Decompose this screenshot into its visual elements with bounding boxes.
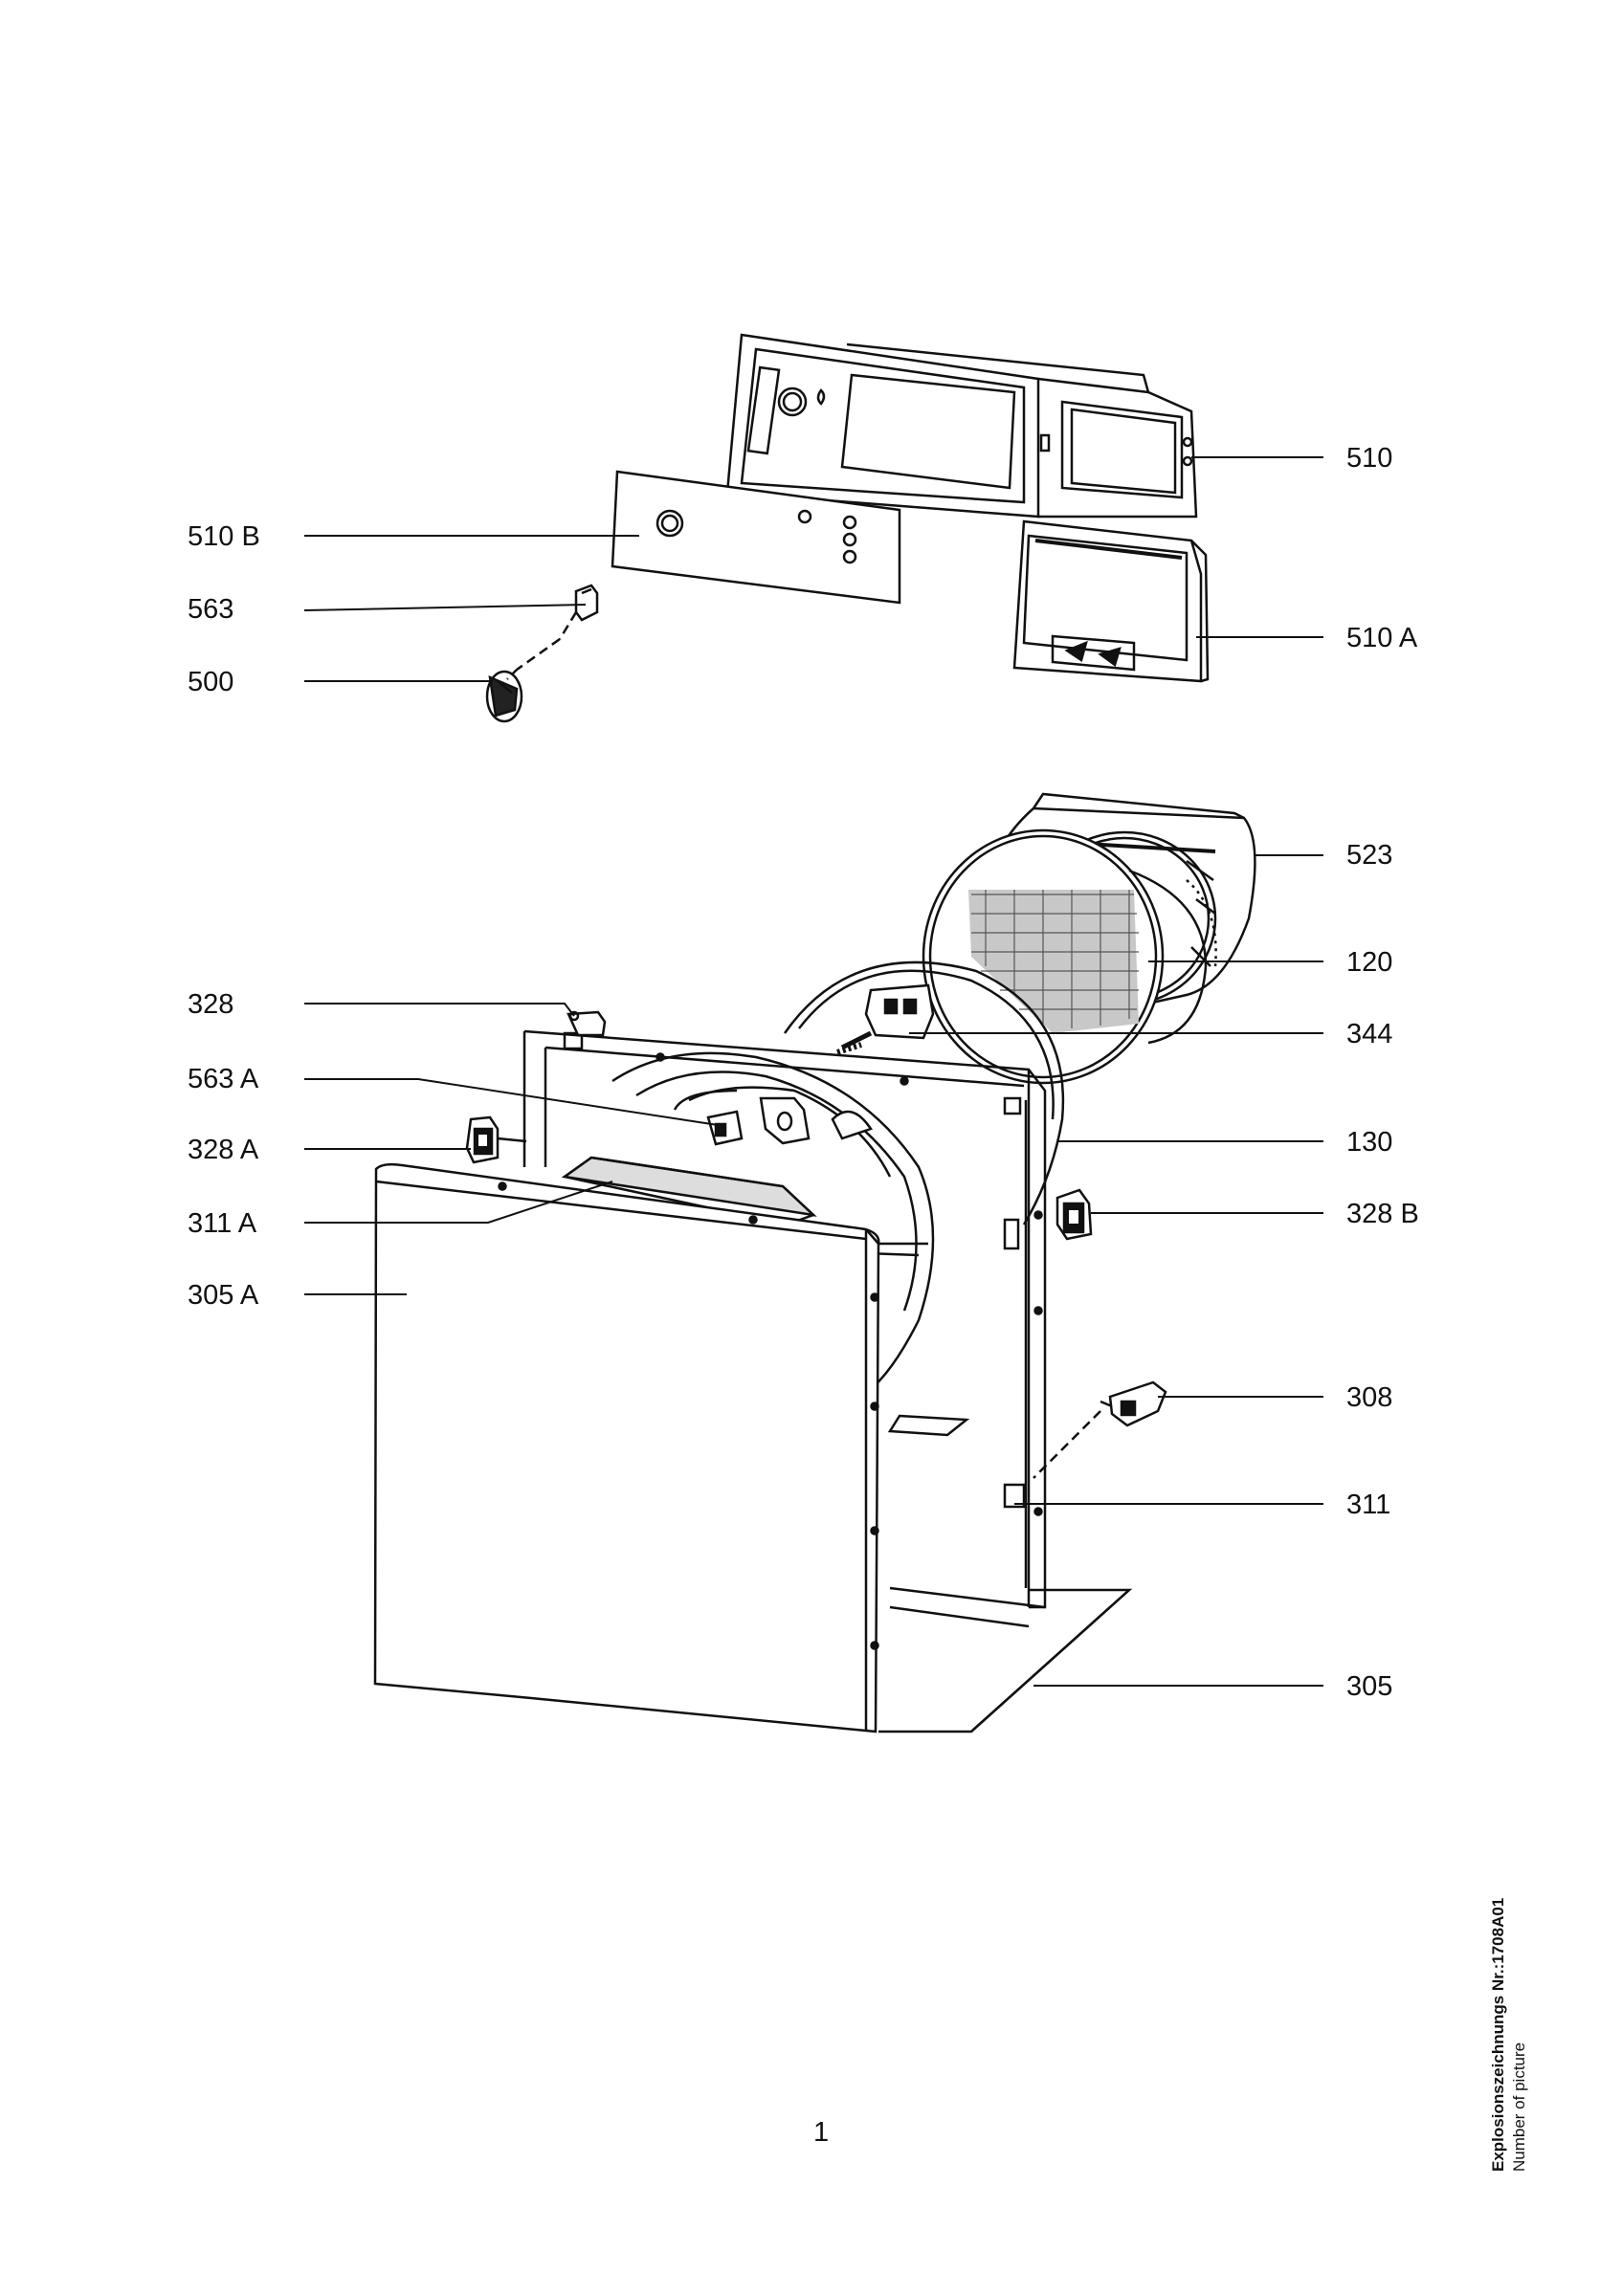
callout-510-b: 510 B — [188, 521, 260, 552]
door-switch — [1033, 1380, 1167, 1479]
drawing-number-caption: Explosionszeichnungs Nr.:1708A01 Number … — [1488, 1722, 1530, 2172]
filter-slot — [1003, 1483, 1026, 1509]
callout-311-a: 311 A — [188, 1208, 257, 1239]
drawing-number-subtitle: Number of picture — [1510, 2042, 1528, 2172]
callout-510: 510 — [1346, 443, 1393, 474]
callout-328-b: 328 B — [1346, 1199, 1419, 1229]
callout-523: 523 — [1346, 840, 1393, 871]
hinge-left — [465, 1115, 527, 1164]
control-panel-housing — [725, 333, 1198, 519]
drum — [922, 828, 1217, 1085]
front-frame — [522, 1029, 1047, 1628]
page-number: 1 — [813, 2117, 830, 2148]
callout-510-a: 510 A — [1346, 623, 1418, 653]
bearing-bracket — [836, 983, 935, 1055]
hinge-top — [567, 1010, 607, 1037]
door-lock-bracket — [706, 1096, 873, 1146]
base-plate — [878, 1588, 1133, 1733]
filter-housing — [1012, 519, 1210, 683]
callout-328: 328 — [188, 989, 234, 1020]
callout-500: 500 — [188, 667, 234, 697]
callout-305: 305 — [1346, 1671, 1393, 1702]
callout-305-a: 305 A — [188, 1280, 259, 1311]
callout-120: 120 — [1346, 947, 1393, 978]
callout-344: 344 — [1346, 1019, 1393, 1049]
hinge-right — [1055, 1188, 1093, 1241]
callout-328-a: 328 A — [188, 1135, 259, 1165]
callout-311: 311 — [1346, 1490, 1391, 1520]
pin-part — [516, 584, 599, 672]
callout-308: 308 — [1346, 1382, 1393, 1413]
callout-130: 130 — [1346, 1127, 1393, 1158]
drawing-number: Explosionszeichnungs Nr.:1708A01 — [1489, 1897, 1507, 2172]
leader-lines — [303, 456, 1323, 1687]
front-panel — [373, 1162, 880, 1733]
drum-seal — [783, 960, 1065, 1225]
callout-563-a: 563 A — [188, 1064, 259, 1094]
control-knob — [485, 669, 523, 723]
callout-563: 563 — [188, 594, 234, 625]
